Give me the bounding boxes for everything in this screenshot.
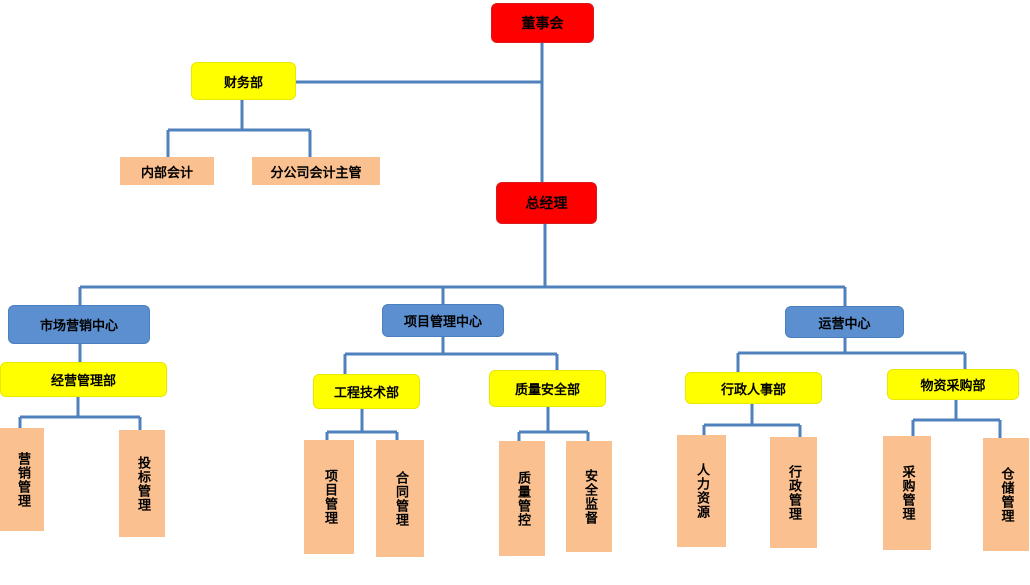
connector-engineering-children bbox=[325, 409, 399, 440]
node-board: 董事会 bbox=[491, 3, 594, 43]
connector-gm-centers bbox=[78, 224, 847, 306]
label-contract-mgmt: 合同管理 bbox=[393, 470, 408, 527]
node-business-dept: 经营管理部 bbox=[0, 362, 167, 397]
node-bid-mgmt: 投标管理 bbox=[119, 430, 165, 537]
label-purchase-mgmt: 采购管理 bbox=[899, 465, 915, 521]
connector-procurement-children bbox=[911, 400, 1002, 438]
node-gm: 总经理 bbox=[496, 182, 597, 224]
label-admin-mgmt: 行政管理 bbox=[786, 464, 801, 521]
connector-business-children bbox=[18, 397, 142, 430]
node-engineering-dept: 工程技术部 bbox=[313, 374, 420, 409]
label-bid-mgmt: 投标管理 bbox=[135, 455, 150, 512]
node-admin-mgmt: 行政管理 bbox=[770, 437, 817, 548]
label-procurement-dept: 物资采购部 bbox=[920, 379, 986, 394]
node-quality-dept: 质量安全部 bbox=[489, 370, 606, 407]
node-warehouse-mgmt: 仓储管理 bbox=[983, 438, 1029, 551]
label-business-dept: 经营管理部 bbox=[50, 374, 116, 389]
label-warehouse-mgmt: 仓储管理 bbox=[998, 466, 1014, 523]
node-marketing-center: 市场营销中心 bbox=[8, 305, 150, 344]
node-safety-supervision: 安全监督 bbox=[566, 441, 612, 552]
label-marketing-center: 市场营销中心 bbox=[39, 319, 118, 334]
connector-finance-children bbox=[166, 100, 312, 157]
node-admin-hr-dept: 行政人事部 bbox=[685, 372, 822, 404]
label-board: 董事会 bbox=[521, 16, 564, 32]
node-branch-accounting: 分公司会计主管 bbox=[252, 157, 380, 185]
label-sales-mgmt: 营销管理 bbox=[15, 451, 30, 508]
node-sales-mgmt: 营销管理 bbox=[0, 428, 44, 531]
label-admin-hr-dept: 行政人事部 bbox=[720, 382, 786, 398]
node-internal-accounting: 内部会计 bbox=[120, 157, 214, 185]
connector-admin-children bbox=[702, 404, 802, 437]
node-operations-center: 运营中心 bbox=[785, 306, 904, 338]
label-project-center: 项目管理中心 bbox=[403, 315, 482, 330]
node-hr: 人力资源 bbox=[677, 435, 726, 547]
label-finance: 财务部 bbox=[223, 75, 263, 91]
label-hr: 人力资源 bbox=[694, 463, 709, 519]
node-procurement-dept: 物资采购部 bbox=[887, 369, 1019, 400]
connector-quality-children bbox=[517, 407, 590, 441]
node-project-mgmt: 项目管理 bbox=[304, 440, 354, 554]
label-internal-accounting: 内部会计 bbox=[140, 165, 193, 181]
node-quality-control: 质量管控 bbox=[499, 441, 545, 556]
node-purchase-mgmt: 采购管理 bbox=[883, 436, 931, 550]
label-gm: 总经理 bbox=[525, 196, 568, 212]
node-project-center: 项目管理中心 bbox=[382, 304, 504, 337]
label-safety-supervision: 安全监督 bbox=[582, 468, 597, 525]
label-engineering-dept: 工程技术部 bbox=[333, 386, 399, 401]
connector-operations-depts bbox=[736, 338, 967, 372]
node-finance: 财务部 bbox=[191, 62, 296, 100]
label-quality-dept: 质量安全部 bbox=[514, 383, 580, 398]
node-contract-mgmt: 合同管理 bbox=[376, 440, 424, 557]
label-quality-control: 质量管控 bbox=[515, 470, 530, 527]
label-project-mgmt: 项目管理 bbox=[322, 469, 337, 525]
connector-project-depts bbox=[343, 337, 559, 374]
label-operations-center: 运营中心 bbox=[818, 316, 871, 332]
label-branch-accounting: 分公司会计主管 bbox=[270, 165, 362, 181]
